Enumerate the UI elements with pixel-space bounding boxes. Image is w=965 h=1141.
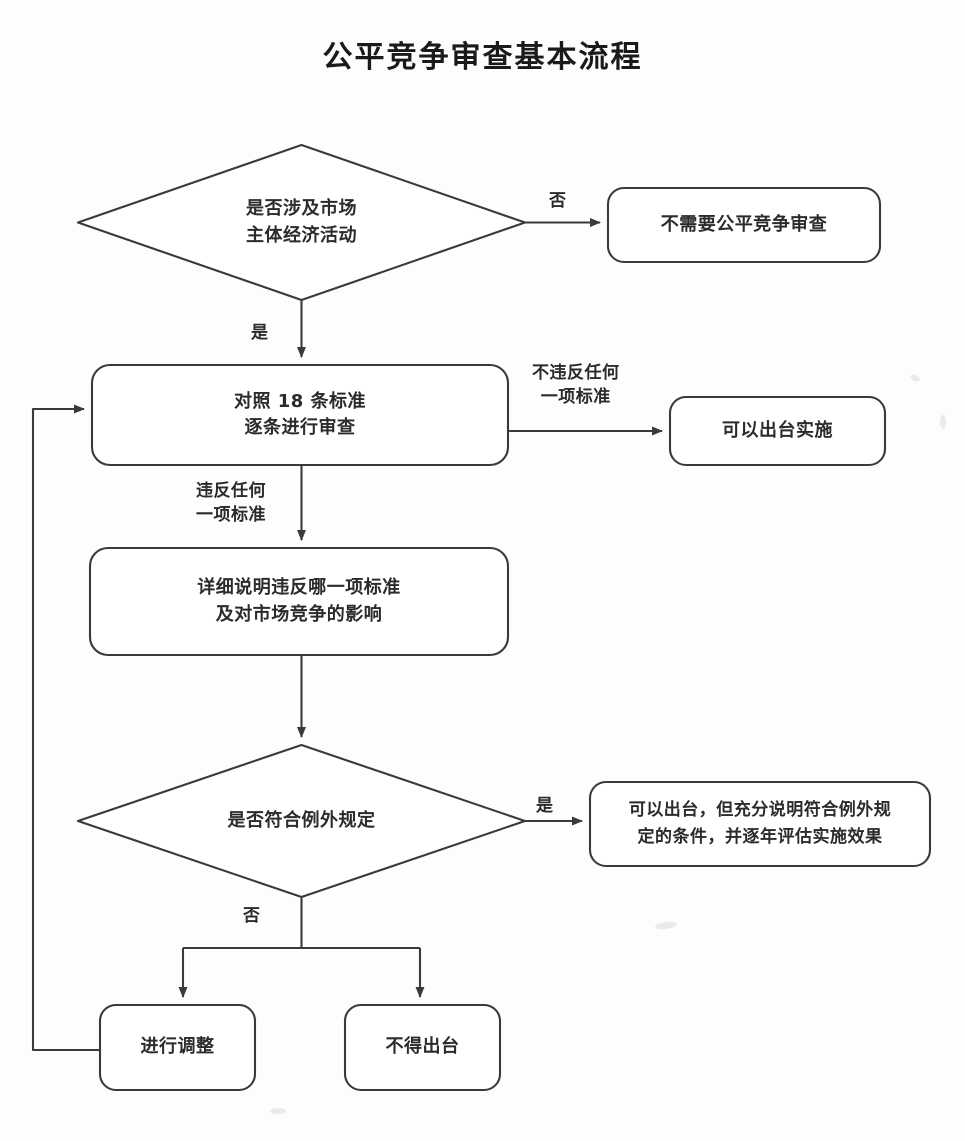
edge-label-violation: 违反任何 一项标准 xyxy=(196,481,266,525)
decision-shape-market-entity xyxy=(76,143,527,302)
process-shape-may-issue-with-conditions xyxy=(588,780,932,868)
process-shape-explain-violation xyxy=(88,546,510,657)
process-shape-adjust xyxy=(98,1003,257,1092)
edge-label-no-exception: 否 xyxy=(243,906,261,926)
process-shape-check-18-standards xyxy=(90,363,510,467)
decision-shape-exception-rules xyxy=(76,743,527,899)
edge-label-no-market-entity: 否 xyxy=(549,191,567,211)
process-shape-no-review-needed xyxy=(606,186,882,264)
edge-label-no-violation: 不违反任何 一项标准 xyxy=(532,363,620,407)
page-title: 公平竞争审查基本流程 xyxy=(322,40,643,75)
edge-adjust-loop-back-to-check-standards xyxy=(31,404,100,1052)
edge-label-yes-market-entity: 是 xyxy=(251,323,269,343)
process-shape-not-allowed xyxy=(343,1003,502,1092)
process-shape-may-implement xyxy=(668,395,887,467)
edge-label-yes-exception: 是 xyxy=(536,796,554,816)
